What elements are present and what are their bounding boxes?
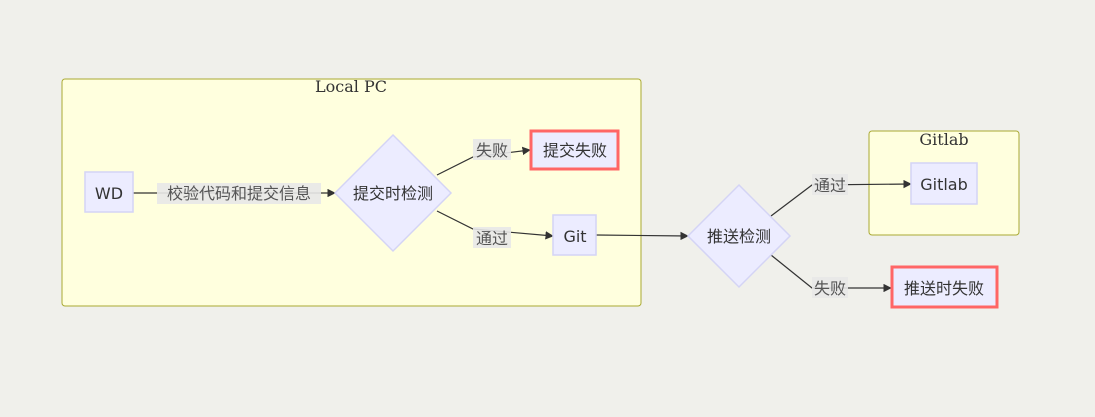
svg-text:提交失败: 提交失败 [543,141,607,160]
svg-text:通过: 通过 [814,176,846,195]
node-wd[interactable]: WD [84,171,134,213]
edge-label-push-pass: 通过 [812,174,848,195]
svg-text:失败: 失败 [476,141,508,160]
svg-text:WD: WD [95,184,123,203]
svg-text:校验代码和提交信息: 校验代码和提交信息 [167,184,311,203]
svg-text:失败: 失败 [814,279,846,298]
node-gitlab[interactable]: Gitlab [910,162,978,205]
node-commit-fail[interactable]: 提交失败 [529,129,620,171]
node-commit-check[interactable]: 提交时检测 [333,133,453,253]
edge-label-check-pass: 通过 [473,227,511,248]
cluster-local-pc-title: Local PC [315,77,387,96]
cluster-gitlab-title: Gitlab [919,130,968,149]
svg-text:推送时失败: 推送时失败 [904,279,984,298]
edge-label-push-fail: 失败 [812,277,848,298]
node-git[interactable]: Git [552,214,597,256]
edge-label-check-fail: 失败 [473,139,511,160]
edge-label-wd-to-check: 校验代码和提交信息 [157,183,321,204]
node-push-fail[interactable]: 推送时失败 [890,265,999,309]
edge-git-to-push [595,231,689,241]
svg-text:通过: 通过 [476,229,508,248]
svg-text:Git: Git [563,227,586,246]
svg-text:Gitlab: Gitlab [920,175,968,194]
node-push-check[interactable]: 推送检测 [686,183,792,289]
svg-text:提交时检测: 提交时检测 [353,184,433,203]
svg-text:推送检测: 推送检测 [707,227,771,246]
